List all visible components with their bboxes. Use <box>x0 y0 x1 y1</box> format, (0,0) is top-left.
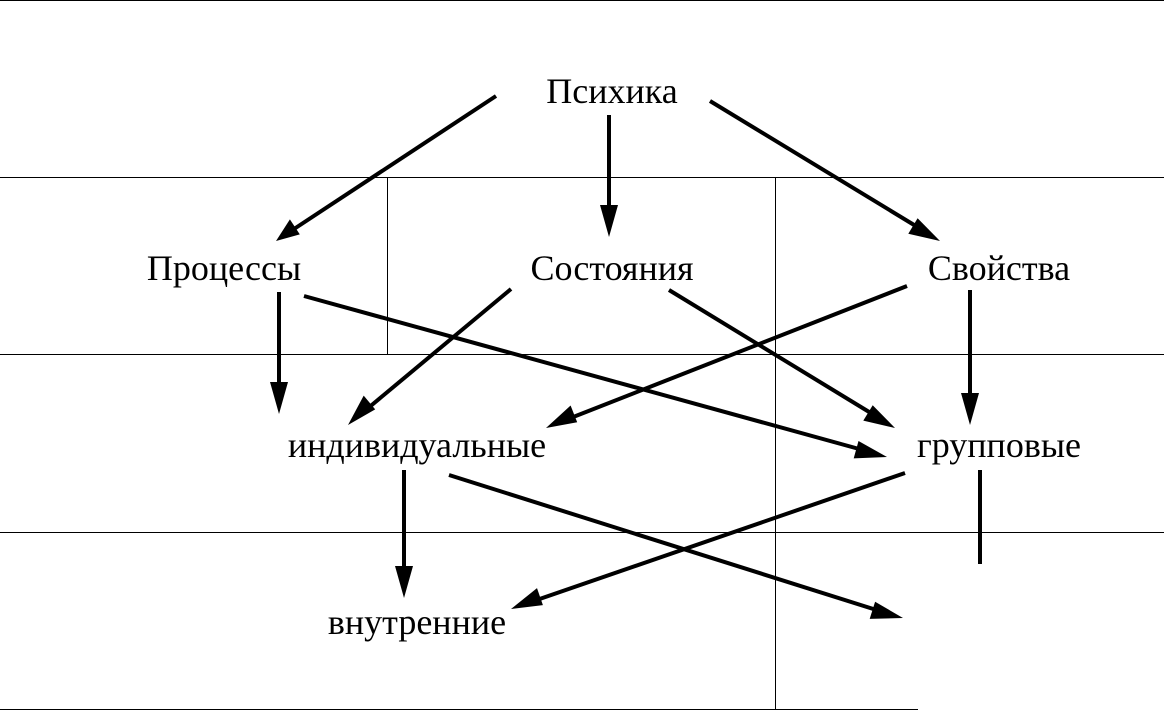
arrowhead-states-group <box>863 405 895 428</box>
arrowhead-individual-internal <box>395 566 413 598</box>
node-properties: Свойства <box>928 248 1070 288</box>
arrowhead-psyche-states <box>600 205 618 237</box>
node-group: групповые <box>917 425 1081 465</box>
arrowhead-psyche-properties <box>908 218 940 241</box>
node-labels: Психика Процессы Состояния Свойства инди… <box>147 71 1081 642</box>
arrowhead-psyche-processes <box>276 219 300 241</box>
node-individual: индивидуальные <box>288 425 546 465</box>
arrow-individual-lower-right <box>448 473 887 615</box>
arrowhead-states-individual <box>348 395 376 425</box>
arrow-psyche-properties <box>708 99 926 233</box>
arrow-processes-group <box>303 294 871 454</box>
arrow-psyche-processes <box>292 94 498 231</box>
arrowhead-group-internal <box>511 588 543 609</box>
arrowhead-individual-lower-right <box>869 601 903 619</box>
node-internal: внутренние <box>328 602 506 642</box>
node-psyche: Психика <box>546 71 677 111</box>
arrowhead-processes-group <box>853 441 887 459</box>
arrow-group-internal <box>527 471 906 605</box>
connectors <box>270 94 982 619</box>
arrowhead-properties-individual <box>546 405 578 428</box>
arrow-properties-individual <box>562 284 908 423</box>
node-states: Состояния <box>530 248 693 288</box>
node-processes: Процессы <box>147 248 301 288</box>
arrowhead-properties-group <box>961 393 979 425</box>
arrow-states-individual <box>359 287 513 416</box>
arrow-states-group <box>667 288 881 420</box>
arrowhead-processes-individual <box>270 382 288 414</box>
